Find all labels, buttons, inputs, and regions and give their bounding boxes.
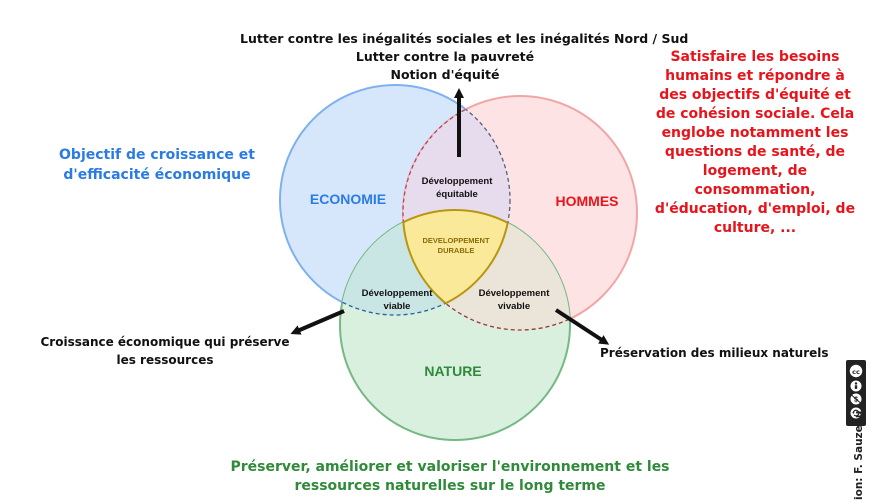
goal-nature: Préserver, améliorer et valoriser l'envi… <box>230 459 670 494</box>
sa-icon <box>850 407 862 419</box>
arrow-right <box>554 308 610 345</box>
goal-economie: Objectif de croissance et d'efficacité é… <box>59 147 255 183</box>
label-vivable-2: vivable <box>498 301 530 312</box>
goal-vivable: Préservation des milieux naturels <box>600 346 829 360</box>
cc-icon <box>848 363 864 379</box>
goals-top: Lutter contre les inégalités sociales et… <box>240 30 689 84</box>
goal-top-line-2: Lutter contre la pauvreté <box>355 49 535 64</box>
author-credit: ion: F. Sauzeau <box>853 410 865 500</box>
goal-viable: Croissance économique qui préserve les r… <box>40 335 290 367</box>
label-nature: NATURE <box>424 363 481 379</box>
goal-top-line-1: Lutter contre les inégalités sociales et… <box>240 31 689 46</box>
label-durable-2: DURABLE <box>438 246 475 255</box>
label-durable-1: DEVELOPPEMENT <box>422 236 490 245</box>
label-equitable-1: Développement <box>422 176 494 187</box>
label-viable-1: Développement <box>362 288 434 299</box>
goal-top-line-3: Notion d'équité <box>390 67 500 82</box>
label-viable-2: viable <box>384 301 411 312</box>
label-vivable-1: Développement <box>479 288 551 299</box>
label-hommes: HOMMES <box>556 193 619 209</box>
license-badge: cc $ <box>846 360 866 426</box>
label-equitable-2: équitable <box>436 189 478 200</box>
arrow-left <box>290 309 345 335</box>
goal-hommes: Satisfaire les besoins humains et répond… <box>654 49 856 236</box>
overlap-viable <box>340 210 510 315</box>
label-economie: ECONOMIE <box>310 191 386 207</box>
svg-text:cc: cc <box>852 368 860 376</box>
